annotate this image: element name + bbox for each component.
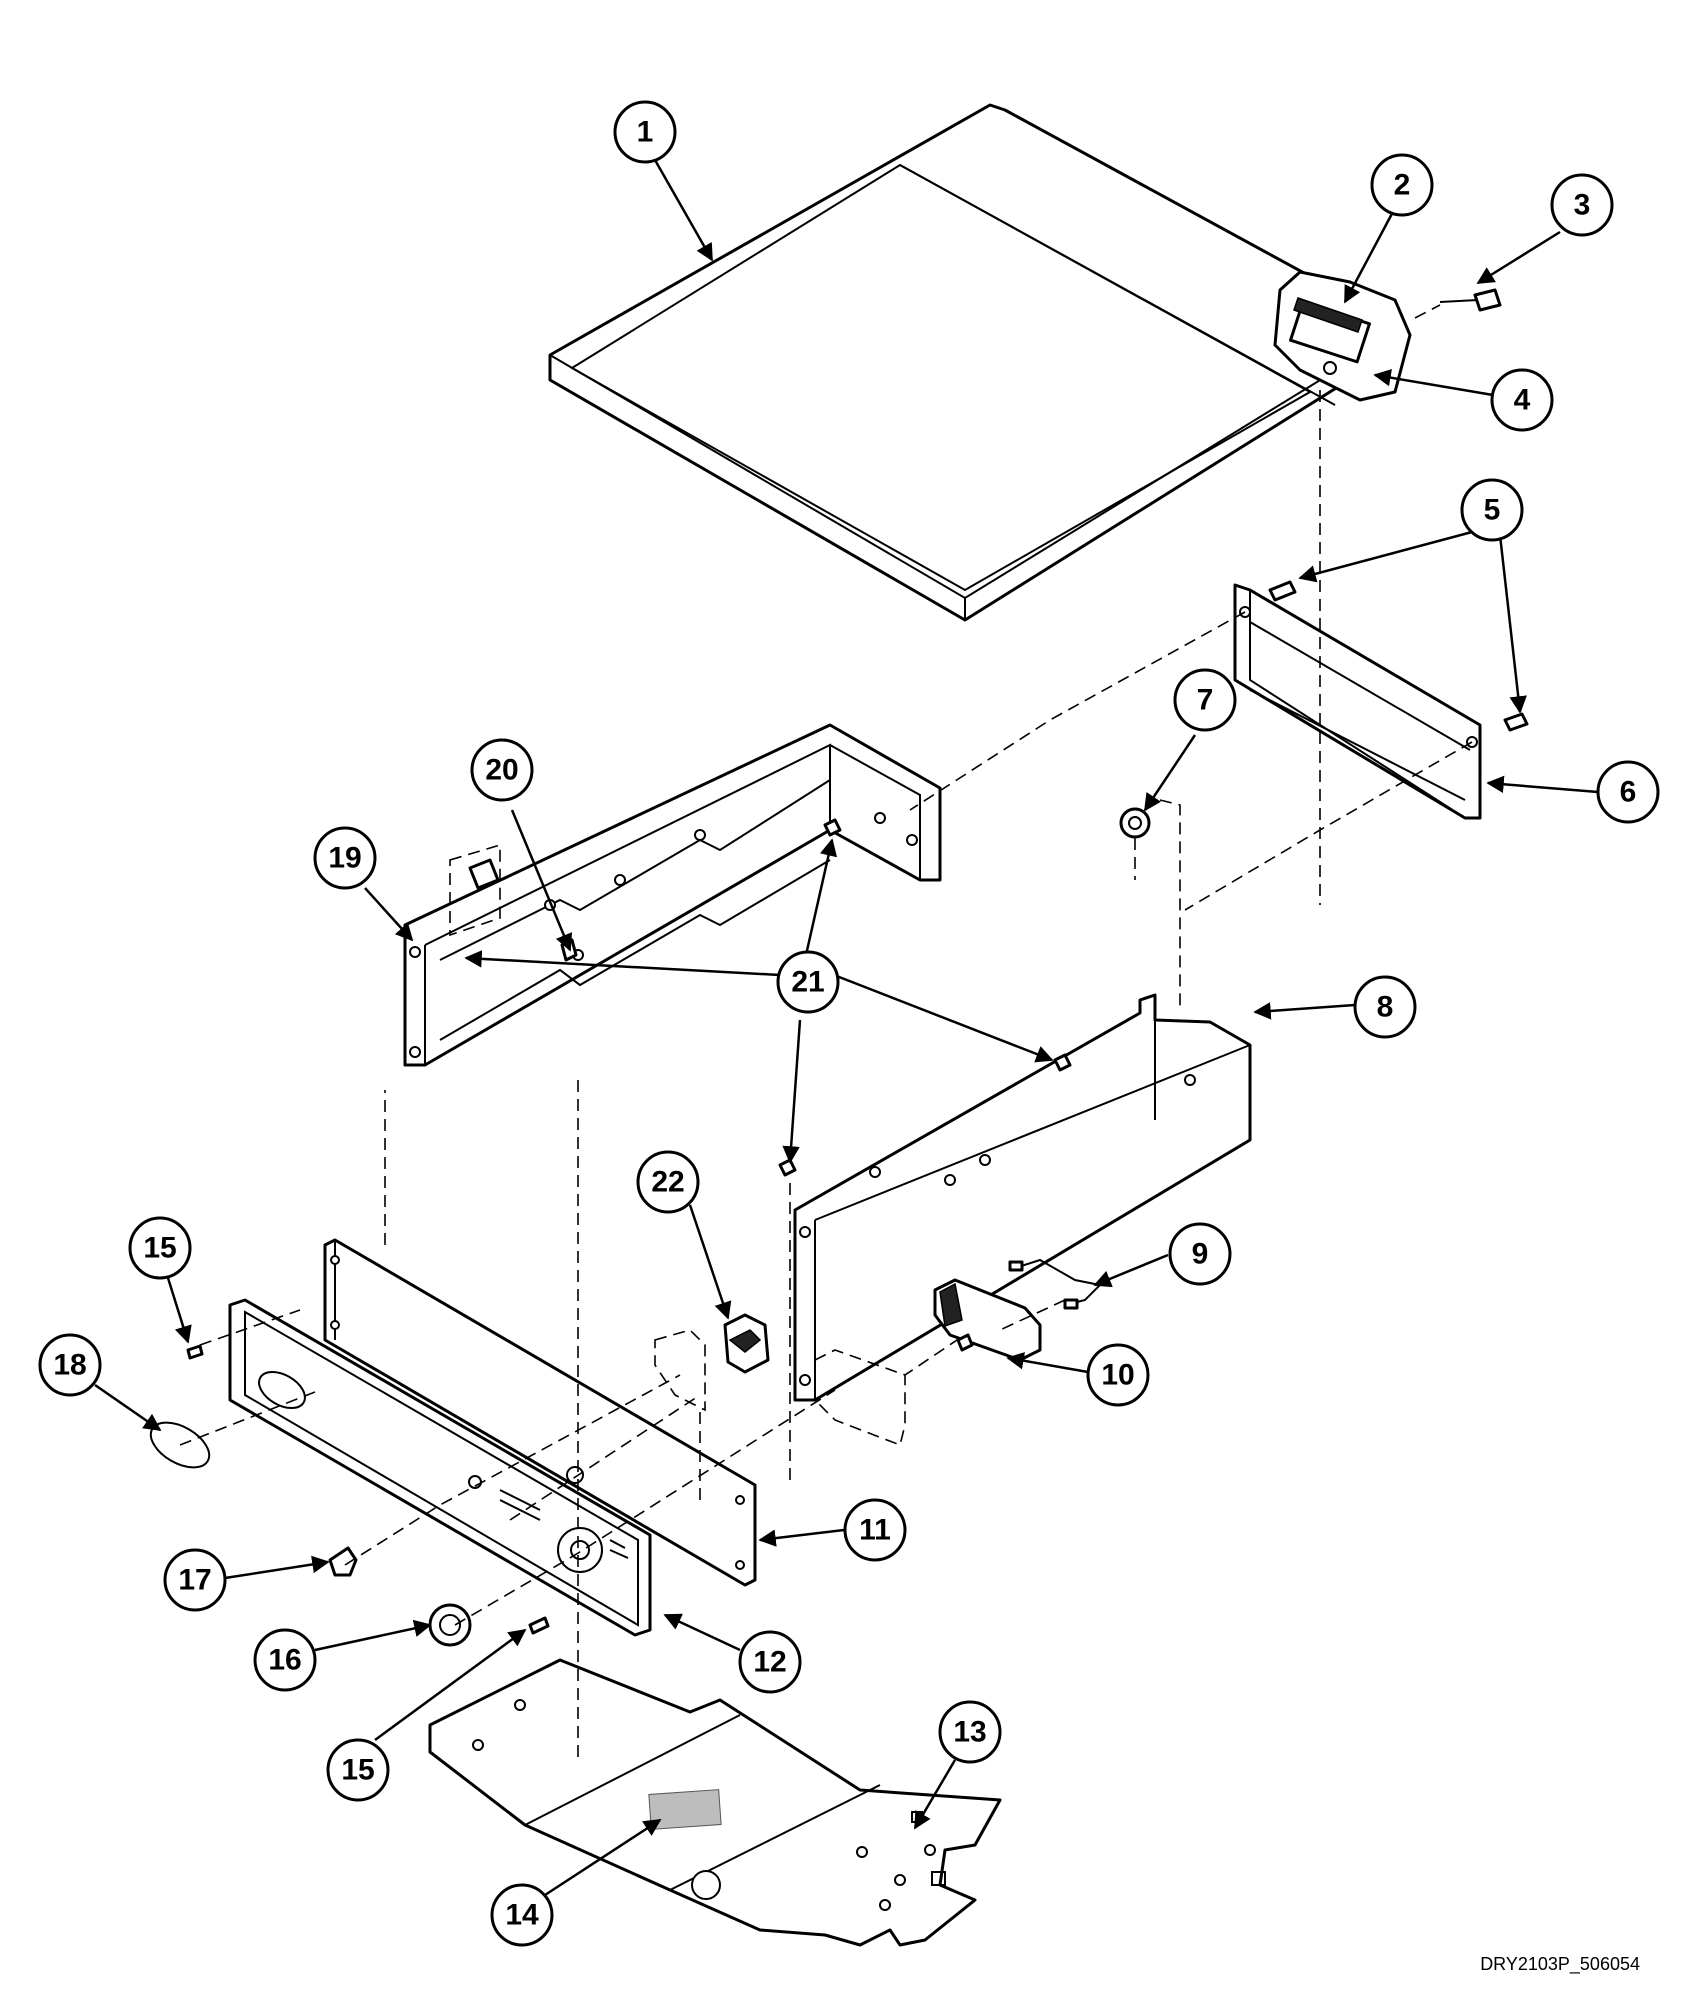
svg-text:13: 13	[953, 1716, 986, 1749]
svg-text:18: 18	[53, 1349, 86, 1382]
drawing-code: DRY2103P_506054	[1480, 1954, 1640, 1974]
hinge-screw	[1414, 288, 1502, 319]
svg-text:6: 6	[1620, 776, 1637, 809]
callout-10: 10	[1086, 1343, 1150, 1407]
svg-text:4: 4	[1514, 384, 1531, 417]
svg-text:16: 16	[268, 1644, 301, 1677]
callout-5: 5	[1460, 478, 1524, 542]
callout-13: 13	[938, 1700, 1002, 1764]
svg-text:11: 11	[859, 1514, 891, 1547]
rear-rail-screws	[1268, 580, 1529, 732]
callout-15-lower: 15	[326, 1738, 390, 1802]
left-frame-bracket	[403, 723, 942, 1067]
callout-22: 22	[636, 1150, 700, 1214]
svg-text:2: 2	[1394, 169, 1411, 202]
cap	[328, 1546, 358, 1577]
svg-text:1: 1	[637, 116, 654, 149]
svg-text:7: 7	[1197, 684, 1214, 717]
switch	[654, 1313, 770, 1412]
knob	[428, 1603, 472, 1647]
wire-clip	[1008, 1258, 1103, 1310]
callout-18: 18	[38, 1333, 102, 1397]
callout-1: 1	[613, 100, 677, 164]
callout-11: 11	[843, 1498, 907, 1562]
svg-text:12: 12	[753, 1646, 786, 1679]
rear-rail	[1233, 583, 1482, 820]
right-frame-bracket	[793, 993, 1252, 1402]
callout-19: 19	[313, 826, 377, 890]
callout-2: 2	[1370, 153, 1434, 217]
svg-text:8: 8	[1377, 991, 1394, 1024]
leader-lines	[94, 159, 1599, 1897]
callout-7: 7	[1173, 668, 1237, 732]
svg-text:22: 22	[651, 1166, 684, 1199]
callout-14: 14	[490, 1883, 554, 1947]
callout-17: 17	[163, 1548, 227, 1612]
hinge-assembly	[1273, 270, 1412, 402]
svg-text:9: 9	[1192, 1238, 1209, 1271]
timer-motor	[933, 1278, 1042, 1362]
callout-16: 16	[253, 1628, 317, 1692]
callout-21: 21	[776, 950, 840, 1014]
svg-text:5: 5	[1484, 494, 1501, 527]
front-panel-backing	[323, 1238, 757, 1587]
callout-3: 3	[1550, 173, 1614, 237]
svg-text:15: 15	[341, 1754, 374, 1787]
callout-20: 20	[470, 738, 534, 802]
base-plate	[428, 1658, 1002, 1947]
svg-text:14: 14	[505, 1899, 539, 1932]
callout-8: 8	[1353, 975, 1417, 1039]
svg-text:17: 17	[178, 1564, 211, 1597]
callout-4: 4	[1490, 368, 1554, 432]
control-panel	[228, 1298, 652, 1637]
svg-text:15: 15	[143, 1232, 176, 1265]
control-board-outline	[814, 1349, 906, 1447]
nut	[1119, 799, 1181, 1010]
callout-6: 6	[1596, 760, 1660, 824]
callout-9: 9	[1168, 1222, 1232, 1286]
svg-text:20: 20	[485, 754, 518, 787]
screws	[186, 1344, 550, 1635]
svg-text:19: 19	[328, 842, 361, 875]
svg-text:21: 21	[791, 966, 824, 999]
top-panel	[548, 103, 1407, 622]
svg-text:10: 10	[1101, 1359, 1134, 1392]
callout-12: 12	[738, 1630, 802, 1694]
right-frame-nuts	[778, 818, 1072, 1177]
callout-15-upper: 15	[128, 1216, 192, 1280]
svg-text:3: 3	[1574, 189, 1591, 222]
alignment-lines	[179, 390, 1473, 1760]
